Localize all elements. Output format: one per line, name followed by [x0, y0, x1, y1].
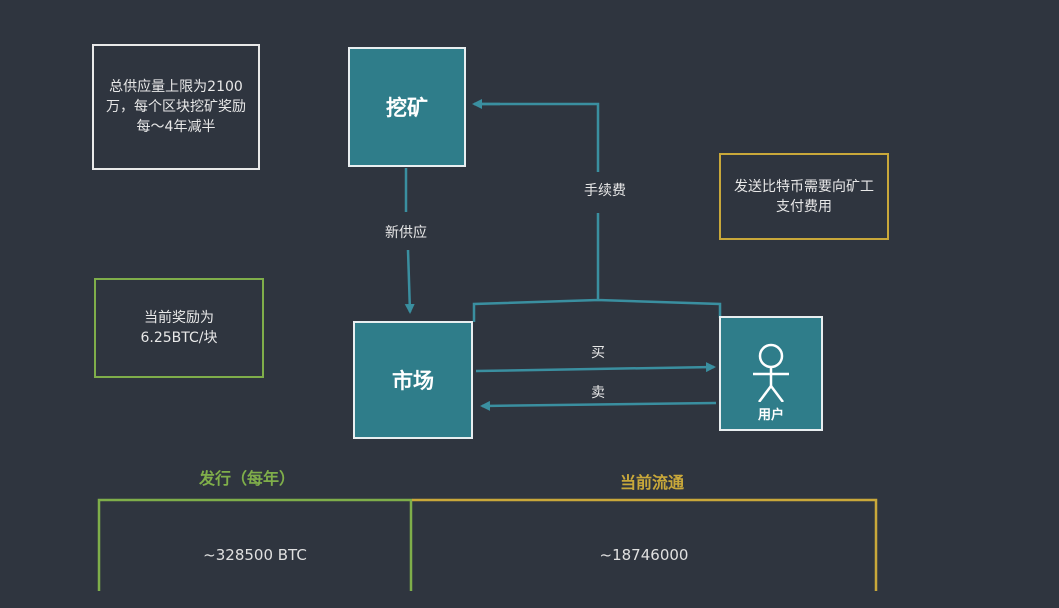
connectors: [97, 99, 878, 591]
circulation-table-border: [412, 498, 878, 591]
diagram-canvas: 总供应量上限为2100万，每个区块挖矿奖励每～4年减半 当前奖励为 6.25BT…: [92, 44, 889, 591]
user-figure-icon: [753, 343, 789, 402]
user-node: 用户: [719, 316, 823, 431]
buy-arrow: [475, 362, 716, 373]
new-supply-label: 新供应: [385, 225, 427, 241]
sell-arrow: [480, 400, 717, 411]
issuance-title: 发行（每年）: [198, 469, 296, 488]
issuance-value-text: ~328500 BTC: [203, 546, 307, 564]
circulation-value: ~18746000: [413, 502, 875, 608]
mining-node: 挖矿: [348, 47, 466, 167]
mining-label: 挖矿: [386, 96, 428, 120]
supply-cap-text: 总供应量上限为2100万，每个区块挖矿奖励每～4年减半: [106, 79, 246, 135]
fee-note-text: 发送比特币需要向矿工支付费用: [734, 178, 874, 215]
current-reward-text: 当前奖励为 6.25BTC/块: [140, 310, 218, 346]
circulation-title: 当前流通: [619, 473, 685, 492]
new-supply-arrow: [404, 249, 415, 314]
buy-label: 买: [591, 345, 605, 361]
market-node: 市场: [353, 321, 473, 439]
fee-note: 发送比特币需要向矿工支付费用: [719, 153, 889, 240]
current-reward-note: 当前奖励为 6.25BTC/块: [94, 278, 264, 378]
user-label: 用户: [757, 408, 784, 423]
fee-label: 手续费: [584, 183, 626, 199]
market-label: 市场: [392, 369, 434, 393]
issuance-table-border: [97, 498, 413, 591]
supply-cap-note: 总供应量上限为2100万，每个区块挖矿奖励每～4年减半: [92, 44, 260, 170]
issuance-value: ~328500 BTC: [100, 502, 410, 608]
sell-label: 卖: [591, 385, 605, 401]
fee-arrow: [472, 102, 722, 322]
circulation-value-text: ~18746000: [599, 546, 689, 564]
